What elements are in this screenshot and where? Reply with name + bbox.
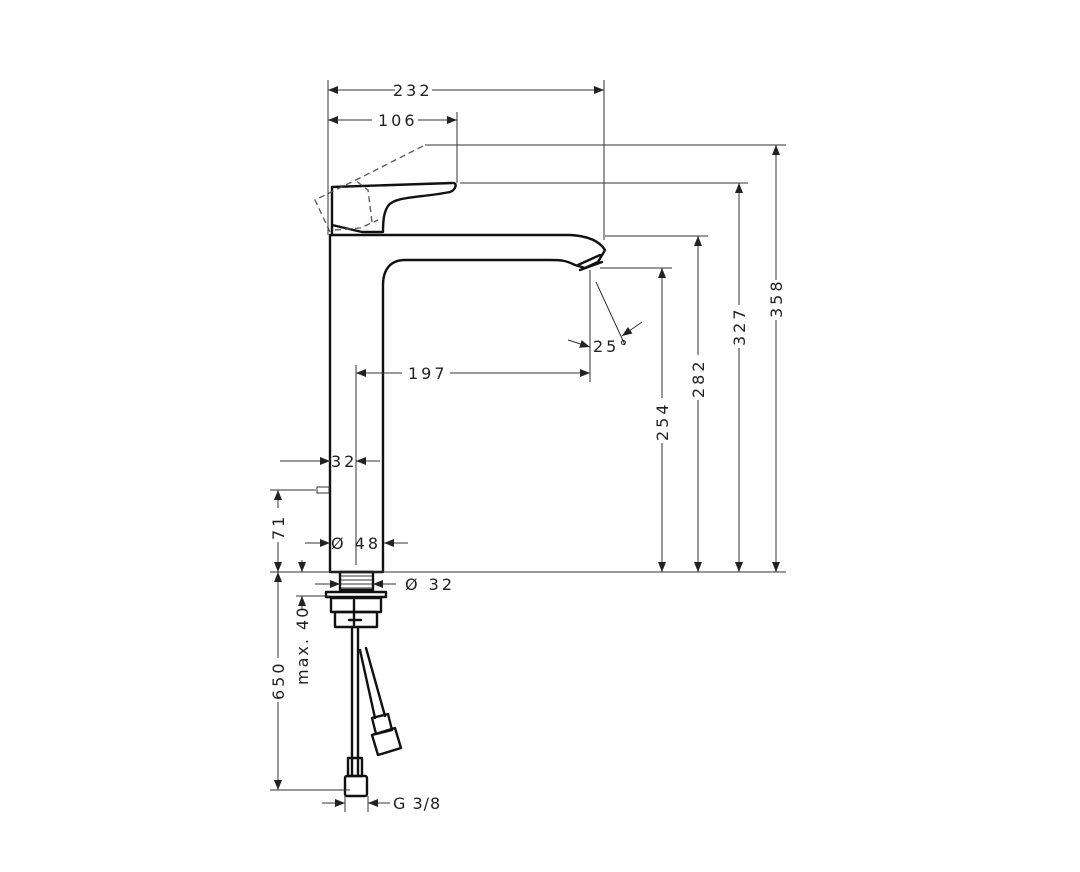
aerator (576, 253, 604, 272)
dim-32-lever: 32 (331, 452, 357, 471)
handle-open-position (314, 144, 426, 233)
dim-angle-25: 25° (593, 337, 630, 356)
faucet-body (314, 144, 607, 574)
dimension-lines (274, 86, 780, 807)
dim-g-3-8: G 3/8 (393, 794, 441, 813)
hose-1 (350, 625, 360, 777)
dim-327: 327 (730, 306, 749, 346)
pin (316, 486, 330, 494)
dim-358: 358 (767, 278, 786, 318)
mounting-assembly (324, 570, 403, 798)
dim-254: 254 (653, 401, 672, 441)
hose-nut-2 (370, 726, 403, 757)
dim-232: 232 (393, 81, 433, 100)
dim-71: 71 (269, 514, 288, 540)
dim-106: 106 (378, 111, 418, 130)
dim-diameter-48: Ø 48 (331, 534, 381, 553)
dim-max-40: max. 40 (293, 606, 312, 685)
handle (330, 181, 457, 237)
dim-diameter-32: Ø 32 (405, 575, 455, 594)
handle-base (330, 223, 384, 234)
extension-lines (270, 80, 786, 812)
dim-282: 282 (689, 358, 708, 398)
dim-650: 650 (269, 660, 288, 700)
dim-197: 197 (408, 364, 448, 383)
hose-2 (358, 646, 387, 720)
dimension-labels: 232 106 358 327 282 254 197 25° 32 71 Ø … (269, 81, 786, 813)
hose-nut-1 (343, 774, 369, 798)
